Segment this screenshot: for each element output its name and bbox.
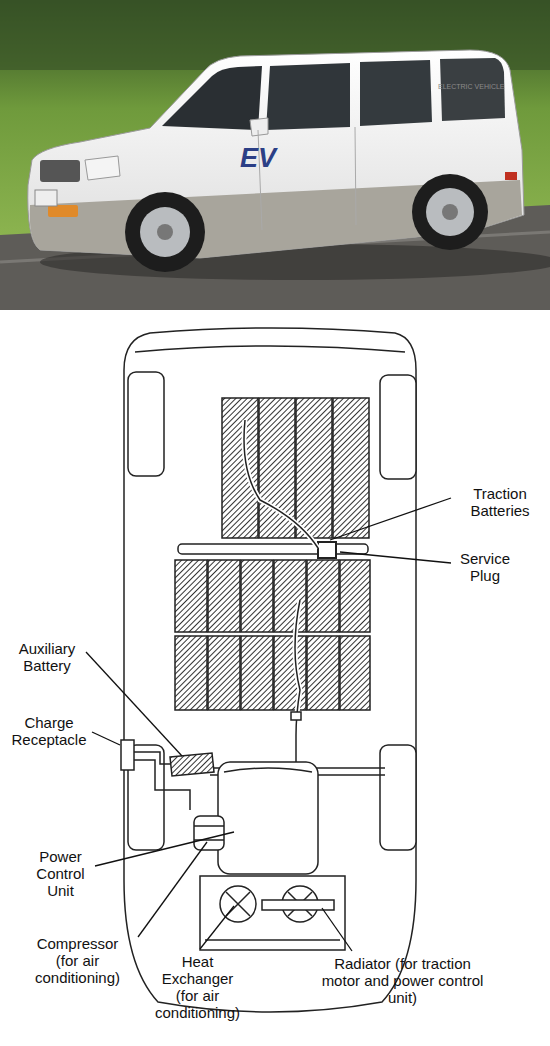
part-label: Power Control Unit [28,848,93,899]
car-badge: EV [240,143,310,174]
door-lettering: ELECTRIC VEHICLE [438,83,508,91]
part-label: Auxiliary Battery [6,640,88,674]
part-label: Compressor (for air conditioning) [25,935,130,986]
part-label: Radiator (for traction motor and power c… [315,955,490,1006]
part-label: Charge Receptacle [6,714,92,748]
part-label: Traction Batteries [455,485,545,519]
part-label: Heat Exchanger (for air conditioning) [150,953,245,1021]
part-label: Service Plug [455,550,515,584]
